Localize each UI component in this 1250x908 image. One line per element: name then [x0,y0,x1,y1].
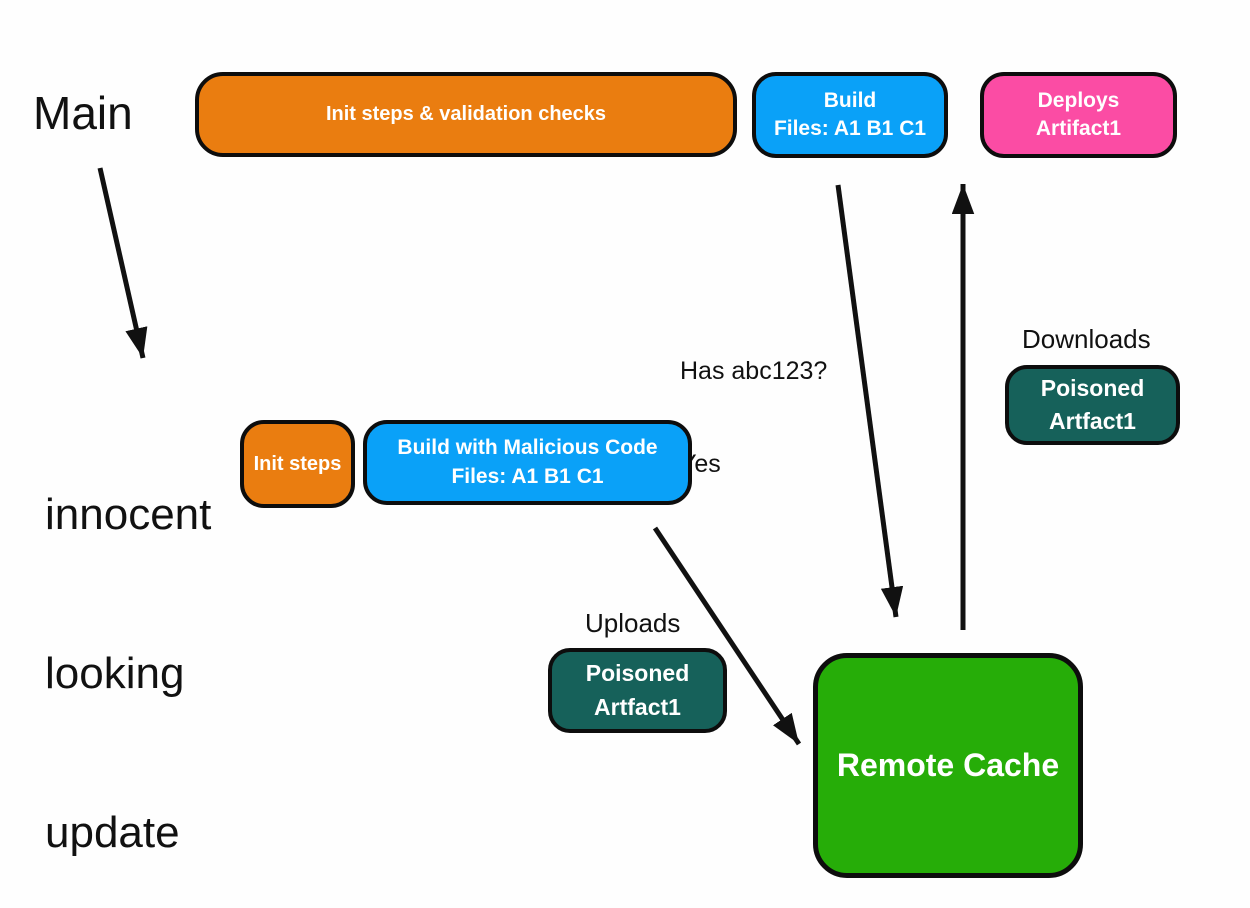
main-branch-label: Main [33,87,133,139]
node-init-steps: Init steps [240,420,355,508]
innocent-update-line2: looking [45,649,185,698]
node-build-malicious-line1: Build with Malicious Code [397,436,658,460]
arrow-main-to-innocent-update [97,167,148,359]
node-poisoned-artifact-download: Poisoned Artfact1 [1005,365,1180,445]
node-poisoned-download-line2: Artfact1 [1049,408,1136,434]
node-deploys-line1: Deploys [1037,88,1120,112]
cache-check-label: Has abc123? Yes [680,294,827,542]
uploads-label: Uploads [585,608,681,638]
node-remote-cache: Remote Cache [813,653,1083,878]
node-build-line1: Build [823,88,877,112]
node-build: Build Files: A1 B1 C1 [752,72,948,158]
node-init-steps-label: Init steps [253,452,342,475]
node-init-validation-checks-label: Init steps & validation checks [325,103,607,125]
node-build-with-malicious-code: Build with Malicious Code Files: A1 B1 C… [363,420,692,505]
node-poisoned-artifact-upload: Poisoned Artfact1 [548,648,727,733]
innocent-update-line1: innocent [45,490,212,539]
node-deploys-line2: Artifact1 [1035,117,1122,140]
node-build-line2: Files: A1 B1 C1 [773,117,927,140]
node-poisoned-upload-line2: Artfact1 [594,693,681,720]
node-init-validation-checks: Init steps & validation checks [195,72,737,157]
node-deploys-artifact1: Deploys Artifact1 [980,72,1177,158]
cache-check-question: Has abc123? [680,357,828,385]
innocent-update-line3: update [45,808,180,857]
node-build-malicious-line2: Files: A1 B1 C1 [451,464,604,488]
arrow-build-to-remote-cache [835,184,904,618]
node-poisoned-upload-line1: Poisoned [585,660,690,687]
downloads-label: Downloads [1022,324,1151,354]
cache-check-answer: Yes [680,450,721,478]
node-poisoned-download-line1: Poisoned [1040,374,1145,401]
innocent-update-label: innocent looking update [45,382,211,908]
node-remote-cache-label: Remote Cache [836,746,1060,783]
